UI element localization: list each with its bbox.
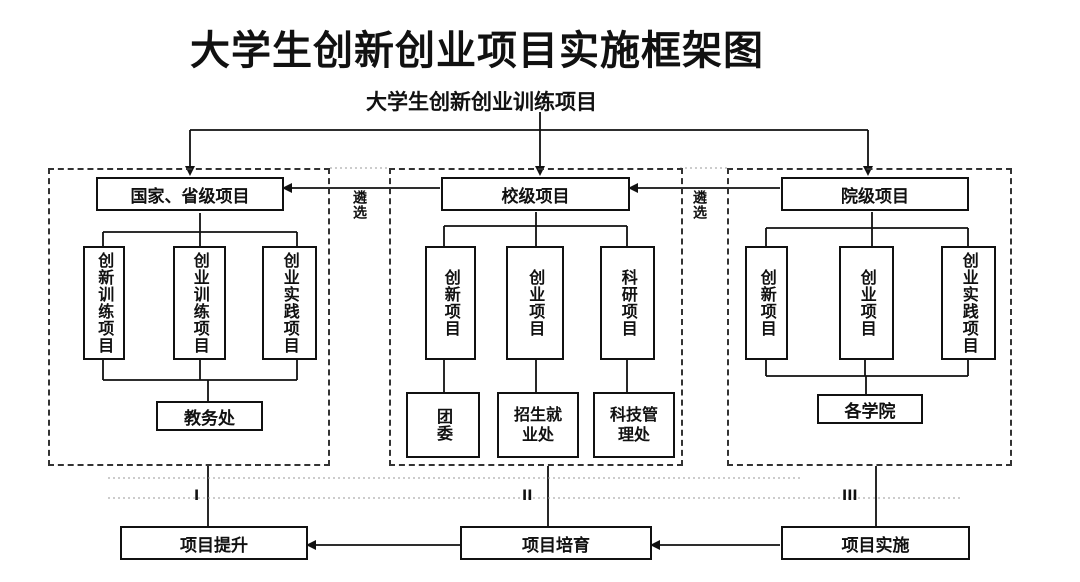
stage-numeral-2: II	[522, 488, 533, 504]
stage-numeral-3: III	[842, 488, 858, 504]
dept-colleges: 各学院	[817, 394, 923, 424]
root-node: 大学生创新创业训练项目	[366, 90, 597, 114]
national-level-box: 国家、省级项目	[96, 177, 284, 211]
school-project-2: 创业项目	[506, 246, 564, 360]
stage-numeral-1: I	[194, 488, 200, 504]
dept-youth-league-label: 团委	[434, 408, 453, 442]
college-project-3: 创业实践项目	[941, 246, 996, 360]
national-project-1: 创新训练项目	[83, 246, 125, 360]
dept-admissions: 招生就业处	[497, 392, 579, 458]
college-project-3-label: 创业实践项目	[959, 252, 979, 354]
national-project-2: 创业训练项目	[173, 246, 226, 360]
school-project-3: 科研项目	[600, 246, 655, 360]
stage-implement-box: 项目实施	[781, 526, 970, 560]
school-level-box: 校级项目	[441, 177, 630, 211]
dept-academic-affairs: 教务处	[156, 401, 263, 431]
school-project-1-label: 创新项目	[441, 269, 461, 337]
dept-sci-tech: 科技管理处	[593, 392, 675, 458]
page-title: 大学生创新创业项目实施框架图	[190, 28, 764, 74]
national-project-3: 创业实践项目	[262, 246, 317, 360]
select-label-left: 遴选	[351, 190, 367, 220]
college-project-2-label: 创业项目	[857, 269, 877, 337]
national-project-2-label: 创业训练项目	[190, 252, 210, 354]
dept-sci-tech-label: 科技管理处	[609, 405, 658, 444]
college-project-1: 创新项目	[745, 246, 788, 360]
college-group-frame	[727, 168, 1012, 466]
college-level-box: 院级项目	[781, 177, 969, 211]
stage-upgrade-box: 项目提升	[120, 526, 308, 560]
dept-youth-league: 团委	[406, 392, 480, 458]
school-project-1: 创新项目	[425, 246, 476, 360]
national-project-3-label: 创业实践项目	[280, 252, 300, 354]
national-group-frame	[48, 168, 330, 466]
stage-cultivate-box: 项目培育	[460, 526, 652, 560]
school-project-2-label: 创业项目	[526, 269, 546, 337]
national-project-1-label: 创新训练项目	[95, 252, 115, 354]
select-label-right: 遴选	[691, 190, 707, 220]
dept-admissions-label: 招生就业处	[513, 405, 562, 444]
college-project-2: 创业项目	[839, 246, 894, 360]
college-project-1-label: 创新项目	[757, 269, 777, 337]
school-group-frame	[389, 168, 683, 466]
school-project-3-label: 科研项目	[618, 269, 638, 337]
